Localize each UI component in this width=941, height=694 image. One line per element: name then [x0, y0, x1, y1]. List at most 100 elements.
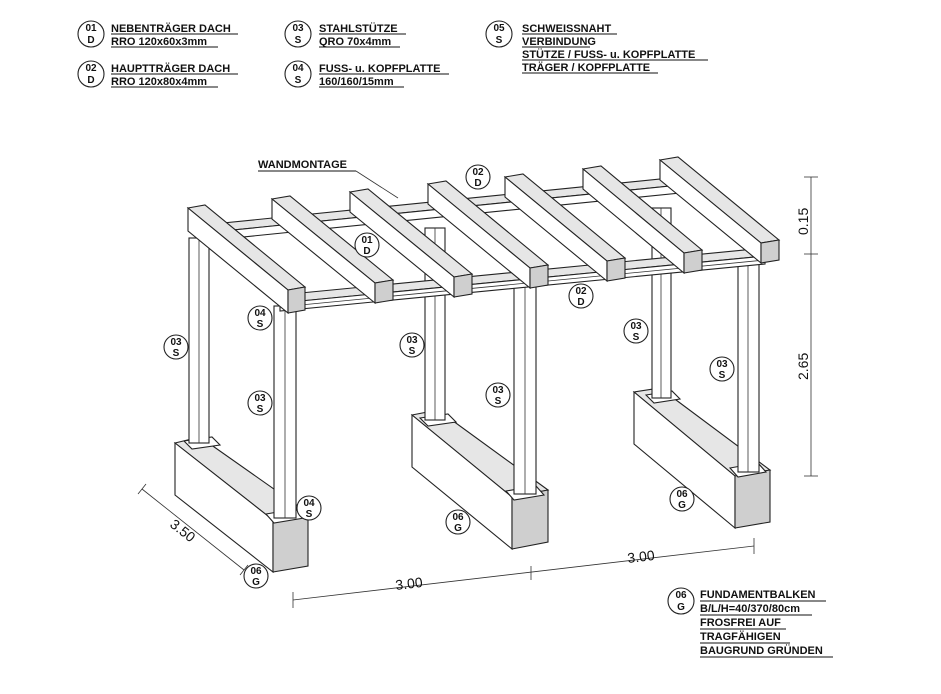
legend-marker-number: 03: [292, 23, 304, 34]
legend-item-04: 04 S FUSS- u. KOPFPLATTE 160/160/15mm: [284, 60, 449, 88]
legend-marker-number: 05: [493, 23, 505, 34]
marker-number: 03: [406, 335, 418, 346]
legend-marker-number: 02: [85, 63, 97, 74]
legend-marker-code: S: [295, 35, 302, 46]
legend: 01 D NEBENTRÄGER DACH RRO 120x60x3mm 02 …: [77, 20, 708, 88]
legend-marker-number: 01: [85, 23, 97, 34]
marker-code: S: [633, 332, 640, 343]
dimension-length: 3.00 3.00: [292, 538, 755, 608]
wall-mount-label: WANDMONTAGE: [258, 159, 347, 171]
legend-marker-02: [77, 60, 105, 88]
legend-text-line: STAHLSTÜTZE: [319, 22, 398, 35]
note-marker: [667, 587, 695, 615]
marker-number: 06: [452, 512, 464, 523]
rafter-end: [606, 257, 626, 282]
marker-code: S: [719, 370, 726, 381]
legend-text-line: TRÄGER / KOPFPLATTE: [522, 61, 650, 74]
marker-code: G: [678, 500, 686, 511]
marker-number: 03: [630, 321, 642, 332]
bay-left-label: 3.00: [394, 574, 423, 593]
note-line: FROSFREI AUF: [700, 617, 781, 629]
note-line: B/L/H=40/370/80cm: [700, 603, 800, 615]
marker-06-a: 06 G: [445, 509, 471, 535]
legend-text-line: NEBENTRÄGER DACH: [111, 22, 231, 35]
marker-02-top: 02 D: [465, 164, 491, 190]
marker-03-b: 03 S: [399, 332, 425, 358]
legend-marker-code: S: [496, 35, 503, 46]
marker-number: 06: [676, 489, 688, 500]
rafter-end: [453, 273, 473, 298]
marker-code: D: [577, 297, 584, 308]
note-line: FUNDAMENTBALKEN: [700, 589, 816, 601]
steel-post: [737, 261, 760, 473]
legend-text-line: RRO 120x60x3mm: [111, 36, 207, 48]
marker-03-f: 03 S: [709, 356, 735, 382]
marker-number: 02: [472, 167, 484, 178]
note-line: TRAGFÄHIGEN: [700, 630, 781, 643]
marker-03-a: 03 S: [163, 334, 189, 360]
legend-item-03: 03 S STAHLSTÜTZE QRO 70x4mm: [284, 20, 406, 48]
rafter: [503, 173, 627, 283]
marker-code: D: [474, 178, 481, 189]
marker-01: 01 D: [354, 232, 380, 258]
marker-04-foot: 04 S: [296, 495, 322, 521]
marker-code: G: [454, 523, 462, 534]
legend-text-line: VERBINDUNG: [522, 36, 596, 48]
marker-code: S: [409, 346, 416, 357]
marker-number: 04: [254, 308, 266, 319]
wall-mount-callout: WANDMONTAGE: [258, 159, 399, 199]
legend-marker-04: [284, 60, 312, 88]
marker-06-b: 06 G: [669, 486, 695, 512]
marker-code: S: [257, 319, 264, 330]
legend-text-line: FUSS- u. KOPFPLATTE: [319, 63, 440, 75]
marker-06-c: 06 G: [243, 563, 269, 589]
rafter: [270, 195, 395, 305]
legend-marker-code: D: [87, 35, 94, 46]
legend-text-line: HAUPTTRÄGER DACH: [111, 62, 230, 75]
marker-02-front: 02 D: [568, 283, 594, 309]
dimension-height: 0.15 2.65: [795, 176, 818, 477]
post-height-label: 2.65: [795, 353, 811, 380]
legend-item-05: 05 S SCHWEISSNAHT VERBINDUNG STÜTZE / FU…: [485, 20, 708, 74]
foundation-note: 06 G FUNDAMENTBALKEN B/L/H=40/370/80cm F…: [667, 587, 833, 658]
rafter-end: [287, 286, 306, 314]
beam-height-label: 0.15: [795, 208, 811, 235]
bay-right-label: 3.00: [626, 547, 655, 566]
marker-code: G: [252, 577, 260, 588]
legend-marker-code: S: [295, 75, 302, 86]
marker-code: S: [306, 509, 313, 520]
marker-number: 02: [575, 286, 587, 297]
note-marker-number: 06: [675, 590, 687, 601]
marker-03-d: 03 S: [247, 390, 273, 416]
depth-label: 3.50: [167, 516, 198, 546]
marker-04-head: 04 S: [247, 305, 273, 331]
marker-code: S: [173, 348, 180, 359]
legend-marker-01: [77, 20, 105, 48]
marker-number: 03: [492, 385, 504, 396]
marker-03-c: 03 S: [623, 318, 649, 344]
marker-number: 01: [361, 235, 373, 246]
rafter: [186, 204, 307, 315]
rafter-end: [760, 239, 780, 264]
foundation-left: [173, 436, 310, 574]
drawing-markers: 02 D 01 D 02 D 04 S 03 S 03 S: [163, 164, 735, 589]
rafter: [426, 180, 550, 290]
legend-text-line: RRO 120x80x4mm: [111, 76, 207, 88]
marker-number: 03: [716, 359, 728, 370]
rafter: [581, 165, 704, 275]
marker-code: D: [363, 246, 370, 257]
legend-marker-number: 04: [292, 63, 304, 74]
foundation-end: [734, 469, 771, 529]
legend-text-line: STÜTZE / FUSS- u. KOPFPLATTE: [522, 48, 695, 61]
marker-number: 06: [250, 566, 262, 577]
marker-number: 03: [254, 393, 266, 404]
marker-code: S: [495, 396, 502, 407]
note-line: BAUGRUND GRÜNDEN: [700, 644, 823, 657]
legend-text-line: 160/160/15mm: [319, 76, 394, 88]
marker-code: S: [257, 404, 264, 415]
legend-text-line: QRO 70x4mm: [319, 36, 391, 48]
marker-number: 04: [303, 498, 315, 509]
legend-marker-03: [284, 20, 312, 48]
marker-03-e: 03 S: [485, 382, 511, 408]
